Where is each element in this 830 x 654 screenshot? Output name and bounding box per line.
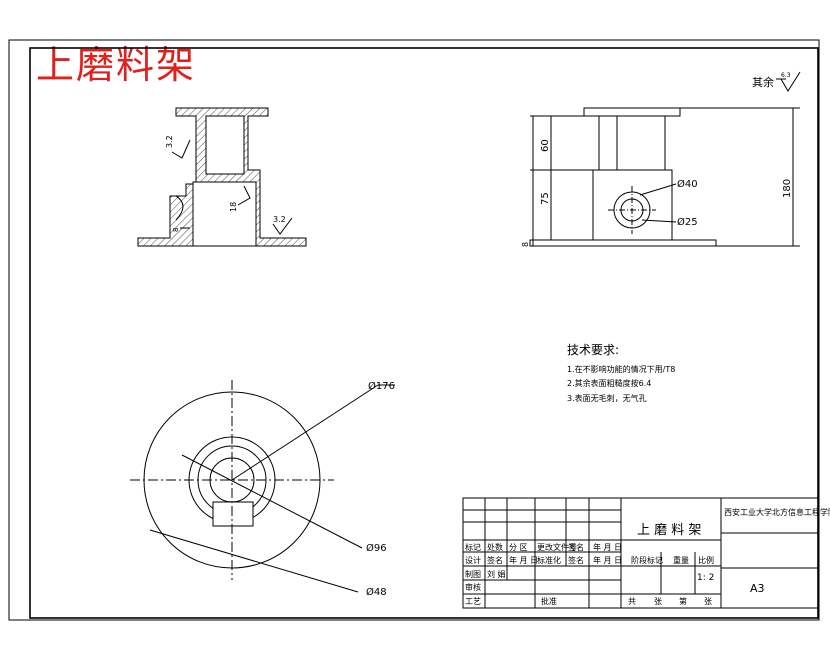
inner-frame <box>29 47 819 619</box>
svg-text:年 月 日: 年 月 日 <box>509 555 538 565</box>
svg-text:Ø48: Ø48 <box>366 586 387 598</box>
svg-text:Ø176: Ø176 <box>368 380 395 392</box>
svg-text:比例: 比例 <box>698 555 714 565</box>
svg-text:3.表面无毛刺，无气孔: 3.表面无毛刺，无气孔 <box>567 393 647 403</box>
roughness-symbol-icon <box>780 71 801 92</box>
drawing-big-title: 上磨料架 <box>36 43 197 87</box>
svg-text:工艺: 工艺 <box>465 597 481 606</box>
right-elevation-view <box>529 107 800 247</box>
svg-text:1.在不影响功能的情况下用/T8: 1.在不影响功能的情况下用/T8 <box>567 364 675 374</box>
svg-text:重量: 重量 <box>673 555 689 565</box>
svg-text:上 磨 料 架: 上 磨 料 架 <box>637 523 701 538</box>
top-plan-view <box>130 380 395 593</box>
svg-text:西安工业大学北方信息工程学院: 西安工业大学北方信息工程学院 <box>724 507 830 517</box>
svg-text:8: 8 <box>172 228 180 232</box>
svg-text:3.2: 3.2 <box>165 135 174 148</box>
outer-frame <box>8 39 820 621</box>
svg-text:8: 8 <box>521 242 530 247</box>
title-block-text: 上 磨 料 架 西安工业大学北方信息工程学院 1: 2 A3 标记 处数 分 区… <box>465 507 830 606</box>
svg-text:分 区: 分 区 <box>509 543 528 552</box>
svg-text:180: 180 <box>782 179 793 198</box>
title-block <box>462 497 819 609</box>
svg-text:18: 18 <box>229 202 238 212</box>
svg-text:批准: 批准 <box>541 596 557 606</box>
svg-text:年 月 日: 年 月 日 <box>593 542 622 552</box>
svg-text:张: 张 <box>704 597 712 606</box>
svg-text:制图: 制图 <box>465 569 481 579</box>
left-section-view <box>137 107 307 247</box>
svg-text:6.3: 6.3 <box>781 72 791 79</box>
svg-text:签名: 签名 <box>487 555 503 565</box>
svg-text:A3: A3 <box>750 582 765 595</box>
svg-text:处数: 处数 <box>487 542 503 552</box>
svg-text:更改文件号: 更改文件号 <box>537 542 577 552</box>
roughness-note: 其余 6.3 <box>752 71 801 92</box>
svg-text:设计: 设计 <box>465 555 481 565</box>
svg-text:60: 60 <box>540 139 551 152</box>
svg-text:2.其余表面粗糙度按6.4: 2.其余表面粗糙度按6.4 <box>567 378 651 388</box>
technical-requirements: 技术要求: 1.在不影响功能的情况下用/T8 2.其余表面粗糙度按6.4 3.表… <box>567 343 675 403</box>
svg-text:技术要求:: 技术要求: <box>567 343 619 357</box>
svg-text:共: 共 <box>628 597 636 606</box>
svg-text:签名: 签名 <box>568 542 584 552</box>
svg-text:Ø96: Ø96 <box>366 542 387 554</box>
svg-text:Ø25: Ø25 <box>677 216 698 228</box>
svg-text:第: 第 <box>679 596 687 606</box>
svg-text:年 月 日: 年 月 日 <box>593 555 622 565</box>
svg-text:1: 2: 1: 2 <box>697 573 714 583</box>
svg-text:75: 75 <box>540 192 551 205</box>
svg-text:阶段标记: 阶段标记 <box>631 555 663 565</box>
svg-text:3.2: 3.2 <box>273 215 286 224</box>
svg-text:标记: 标记 <box>465 542 481 552</box>
svg-text:其余: 其余 <box>752 75 774 89</box>
svg-text:Ø40: Ø40 <box>677 178 698 190</box>
svg-text:刘 娟: 刘 娟 <box>487 569 506 579</box>
svg-text:审核: 审核 <box>465 582 481 592</box>
svg-text:签名: 签名 <box>568 555 584 565</box>
svg-text:标准化: 标准化 <box>537 555 561 565</box>
svg-text:张: 张 <box>654 597 662 606</box>
